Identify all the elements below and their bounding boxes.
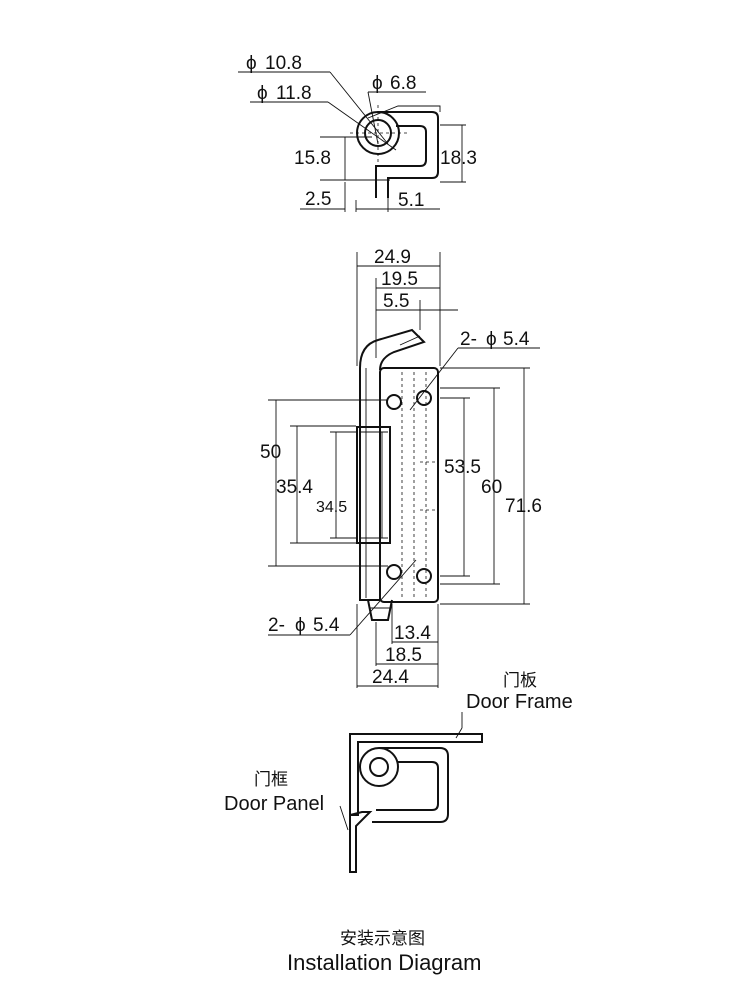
leaf-plate: [379, 367, 439, 603]
mounting-hole: [416, 568, 432, 584]
install-knuckle: [359, 747, 399, 787]
pin-tip: [367, 599, 393, 621]
dim-60: 60: [481, 477, 502, 498]
door-panel-label-cn: 门框: [254, 770, 288, 789]
leaf-tab: [367, 105, 441, 119]
hole-count-top: 2-: [460, 329, 477, 350]
mounting-hole: [386, 564, 402, 580]
install-pin: [369, 757, 389, 777]
dim-53-5: 53.5: [444, 457, 481, 478]
dim-hole-bottom: 5.4: [313, 615, 340, 636]
door-frame-label-en: Door Frame: [466, 691, 573, 713]
dim-5-5: 5.5: [383, 291, 409, 312]
dim-15-8: 15.8: [294, 148, 331, 169]
door-panel-profile: [349, 811, 373, 873]
phi-symbol: ϕ: [246, 53, 257, 74]
dim-19-5: 19.5: [381, 269, 418, 290]
phi-symbol: ϕ: [295, 615, 306, 636]
install-leaf: [372, 747, 449, 823]
caption-en: Installation Diagram: [287, 950, 481, 975]
dim-13-4: 13.4: [394, 623, 431, 644]
knuckle-sleeve: [356, 426, 391, 544]
dim-18-3: 18.3: [440, 148, 477, 169]
door-frame-profile: [349, 733, 483, 816]
dim-34-5: 34.5: [316, 499, 347, 516]
hole-count-bottom: 2-: [268, 615, 285, 636]
dim-35-4: 35.4: [276, 477, 313, 498]
dim-24-4: 24.4: [372, 667, 409, 688]
dim-5-1: 5.1: [398, 190, 424, 211]
dim-50: 50: [260, 442, 281, 463]
mounting-hole: [386, 394, 402, 410]
top-view: ϕ 10.8 ϕ 11.8 ϕ 6.8 15.8 18.3 2.5 5.1: [238, 53, 477, 212]
leaf-outline: [378, 111, 439, 198]
phi-symbol: ϕ: [257, 83, 268, 104]
dim-2-5: 2.5: [305, 189, 331, 210]
dim-hole-top: 5.4: [503, 329, 530, 350]
dim-10-8: 10.8: [265, 53, 302, 74]
dim-18-5: 18.5: [385, 645, 422, 666]
leaf-inner: [375, 125, 427, 198]
dim-71-6: 71.6: [505, 496, 542, 517]
installation-view: 门板 Door Frame 门框 Door Panel 安装示意图 Instal…: [224, 671, 573, 975]
front-view: 24.9 19.5 5.5 2- ϕ 5.4 50 35.4 34.5 53.5: [260, 247, 542, 688]
dim-6-8: 6.8: [390, 73, 416, 94]
install-leaf-inner: [376, 761, 439, 811]
phi-symbol: ϕ: [372, 73, 383, 94]
phi-symbol: ϕ: [486, 329, 497, 350]
door-panel-label-en: Door Panel: [224, 793, 324, 815]
mounting-hole: [416, 390, 432, 406]
pin-outline: [359, 368, 381, 601]
door-frame-label-cn: 门板: [503, 671, 537, 690]
pin-bent-top: [359, 328, 426, 371]
dim-24-9: 24.9: [374, 247, 411, 268]
dim-11-8: 11.8: [276, 83, 312, 104]
caption-cn: 安装示意图: [340, 929, 425, 948]
